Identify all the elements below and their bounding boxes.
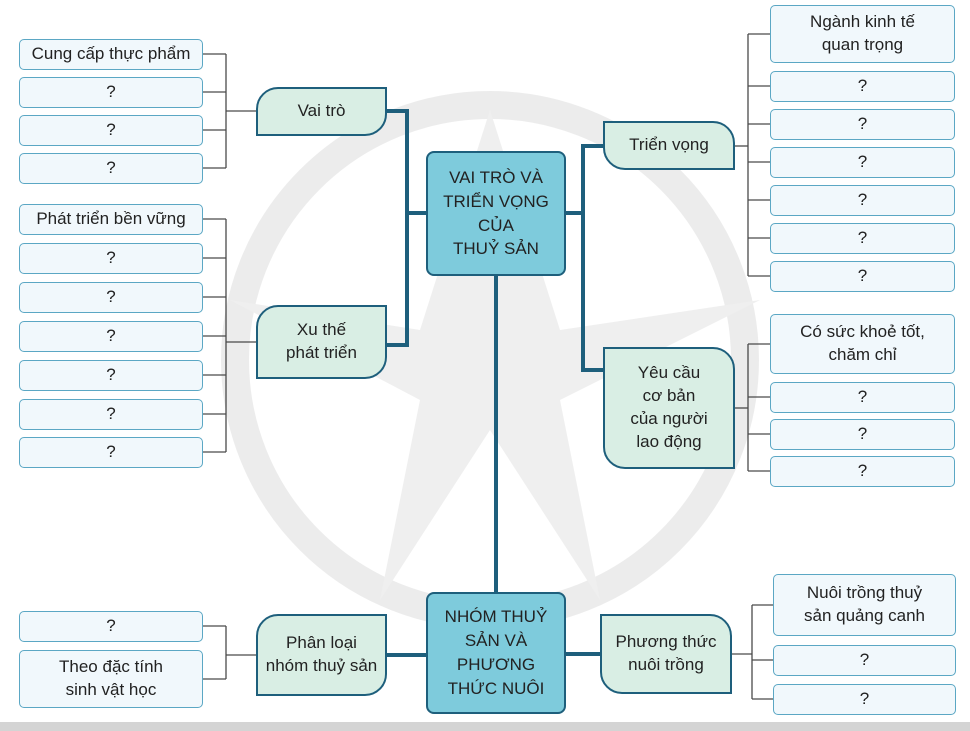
thin-connector-lines [203, 33, 773, 700]
trien-vong-item: ? [770, 71, 955, 102]
yeu-cau-item: ? [770, 419, 955, 450]
phan-loai-item: Theo đặc tính sinh vật học [19, 650, 203, 708]
trien-vong-item: Ngành kinh tế quan trọng [770, 5, 955, 63]
xu-the-item: ? [19, 360, 203, 391]
yeu-cau-item: ? [770, 456, 955, 487]
vai-tro-item: ? [19, 77, 203, 108]
trien-vong-item: ? [770, 109, 955, 140]
thick-connector-lines [387, 109, 603, 657]
branch-yeu-cau: Yêu cầu cơ bản của người lao động [603, 347, 735, 469]
vai-tro-item: ? [19, 153, 203, 184]
yeu-cau-item: ? [770, 382, 955, 413]
phan-loai-item: ? [19, 611, 203, 642]
phuong-thuc-item: Nuôi trồng thuỷ sản quảng canh [773, 574, 956, 636]
center-node-bottom: NHÓM THUỶ SẢN VÀ PHƯƠNG THỨC NUÔI [426, 592, 566, 714]
xu-the-item: ? [19, 437, 203, 468]
yeu-cau-item: Có sức khoẻ tốt, chăm chỉ [770, 314, 955, 374]
xu-the-item: ? [19, 321, 203, 352]
trien-vong-item: ? [770, 223, 955, 254]
xu-the-item: ? [19, 243, 203, 274]
branch-phuong-thuc: Phương thức nuôi trồng [600, 614, 732, 694]
xu-the-item: ? [19, 282, 203, 313]
phuong-thuc-item: ? [773, 684, 956, 715]
spine-right-top [581, 144, 603, 372]
branch-vai-tro: Vai trò [256, 87, 387, 136]
vai-tro-item: Cung cấp thực phẩm [19, 39, 203, 70]
center-node-top: VAI TRÒ VÀ TRIỂN VỌNG CỦA THUỶ SẢN [426, 151, 566, 276]
branch-phan-loai: Phân loại nhóm thuỷ sản [256, 614, 387, 696]
trien-vong-item: ? [770, 147, 955, 178]
phuong-thuc-item: ? [773, 645, 956, 676]
bottom-strip [0, 722, 970, 731]
trien-vong-item: ? [770, 261, 955, 292]
vai-tro-item: ? [19, 115, 203, 146]
trien-vong-item: ? [770, 185, 955, 216]
xu-the-item: ? [19, 399, 203, 430]
xu-the-item: Phát triển bền vững [19, 204, 203, 235]
branch-trien-vong: Triển vọng [603, 121, 735, 170]
branch-xu-the: Xu thế phát triển [256, 305, 387, 379]
spine-left-top [387, 109, 409, 347]
